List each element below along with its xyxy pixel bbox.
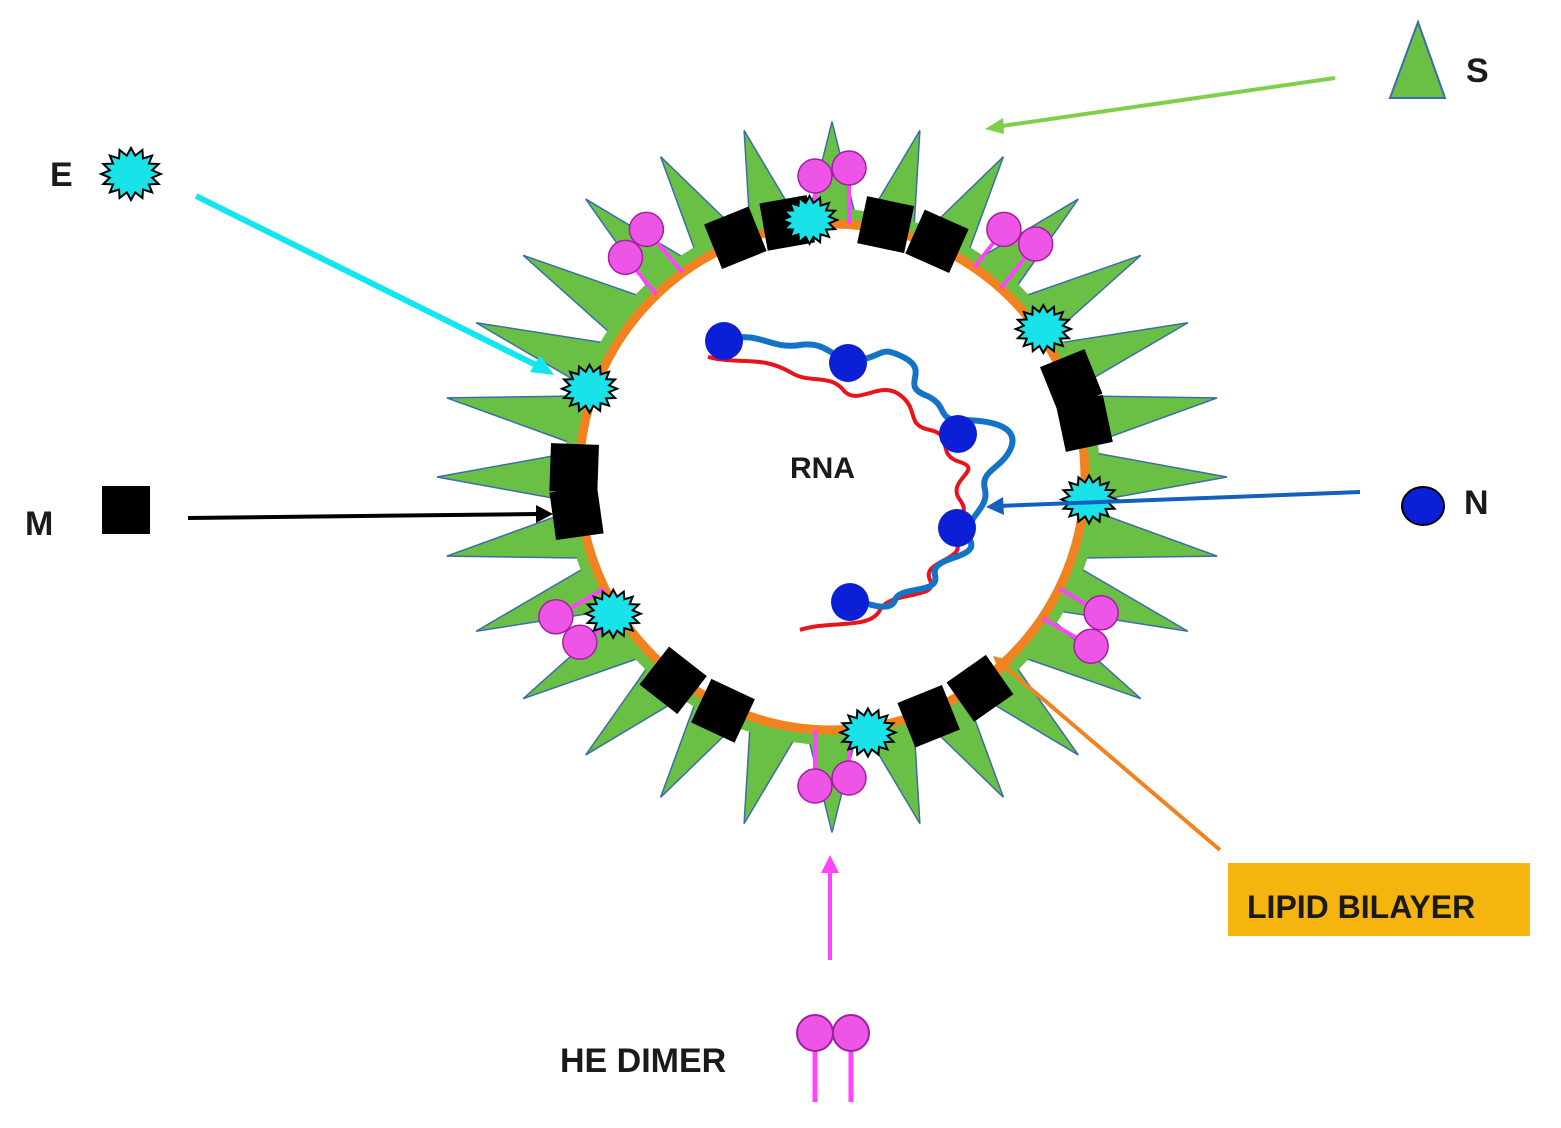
rna-red-strand xyxy=(707,355,971,632)
lipid-bilayer-arrowhead xyxy=(993,656,1013,675)
he-dimer-stems xyxy=(538,150,1119,804)
spike-arrowhead xyxy=(985,118,1004,134)
spike-label: S xyxy=(1466,52,1489,90)
lipid-bilayer-box xyxy=(1228,863,1530,936)
envelope-proteins xyxy=(559,193,1120,759)
envelope-arrowhead xyxy=(530,355,554,375)
rna-label: RNA xyxy=(790,452,855,485)
n-protein xyxy=(705,322,743,360)
membrane-protein xyxy=(897,684,960,748)
nucleocapsid-icon xyxy=(1401,486,1445,526)
membrane-protein xyxy=(549,443,599,493)
membrane-icon xyxy=(102,486,150,534)
legend-spike: S xyxy=(985,19,1489,134)
he-dimer-arrowhead xyxy=(821,855,839,873)
he-head xyxy=(797,768,833,804)
spike-arrow xyxy=(994,76,1336,129)
membrane-proteins xyxy=(549,195,1113,748)
n-protein xyxy=(939,415,977,453)
envelope-protein xyxy=(582,587,644,640)
membrane-protein xyxy=(946,654,1014,722)
membrane-label: M xyxy=(25,505,53,543)
membrane-arrowhead xyxy=(536,505,553,523)
membrane-protein xyxy=(1055,394,1113,452)
he-head xyxy=(986,211,1022,248)
nucleocapsid-arrow xyxy=(997,490,1361,508)
envelope-protein xyxy=(559,362,620,415)
membrane-protein xyxy=(905,209,969,273)
he-dimer-label: HE DIMER xyxy=(560,1042,726,1080)
envelope-protein xyxy=(1013,302,1074,356)
envelope-arrow xyxy=(194,193,542,370)
envelope-icon xyxy=(98,145,164,203)
lipid-bilayer-label: LIPID BILAYER xyxy=(1247,889,1475,925)
spike-icon xyxy=(1388,19,1447,99)
legend-envelope: E xyxy=(50,145,554,375)
rna-strands xyxy=(705,322,1016,632)
membrane-protein xyxy=(691,678,755,743)
n-protein xyxy=(831,583,869,621)
envelope-protein xyxy=(779,193,840,247)
envelope-label: E xyxy=(50,156,73,194)
envelope-protein xyxy=(837,706,899,759)
membrane-protein xyxy=(549,485,604,541)
legend-membrane: M xyxy=(25,486,553,543)
he-head xyxy=(607,239,644,276)
nucleocapsid-label: N xyxy=(1464,484,1489,522)
envelope-protein xyxy=(98,145,164,203)
he-head xyxy=(831,760,867,796)
he-head xyxy=(1073,628,1109,664)
he-head xyxy=(538,599,574,635)
he-head xyxy=(628,211,665,248)
membrane-protein xyxy=(704,206,767,270)
legend-lipid-bilayer: LIPID BILAYER xyxy=(993,656,1530,936)
he-head xyxy=(831,150,867,186)
he-dimer-icon xyxy=(796,1014,870,1102)
he-head xyxy=(1083,595,1119,631)
he-head xyxy=(562,624,598,660)
legend-he-dimer: HE DIMER xyxy=(560,855,870,1102)
lipid-bilayer-arrow xyxy=(1001,663,1222,852)
nucleocapsid-arrowhead xyxy=(986,497,1004,515)
n-protein xyxy=(938,509,976,547)
membrane-protein xyxy=(1039,349,1103,412)
membrane-protein xyxy=(639,646,707,714)
membrane-protein xyxy=(857,196,915,254)
n-protein xyxy=(829,344,867,382)
he-head xyxy=(797,158,833,194)
he-head xyxy=(1017,226,1054,262)
envelope-protein xyxy=(1058,473,1120,526)
membrane-arrow xyxy=(187,512,539,520)
legend-nucleocapsid: N xyxy=(986,484,1489,526)
